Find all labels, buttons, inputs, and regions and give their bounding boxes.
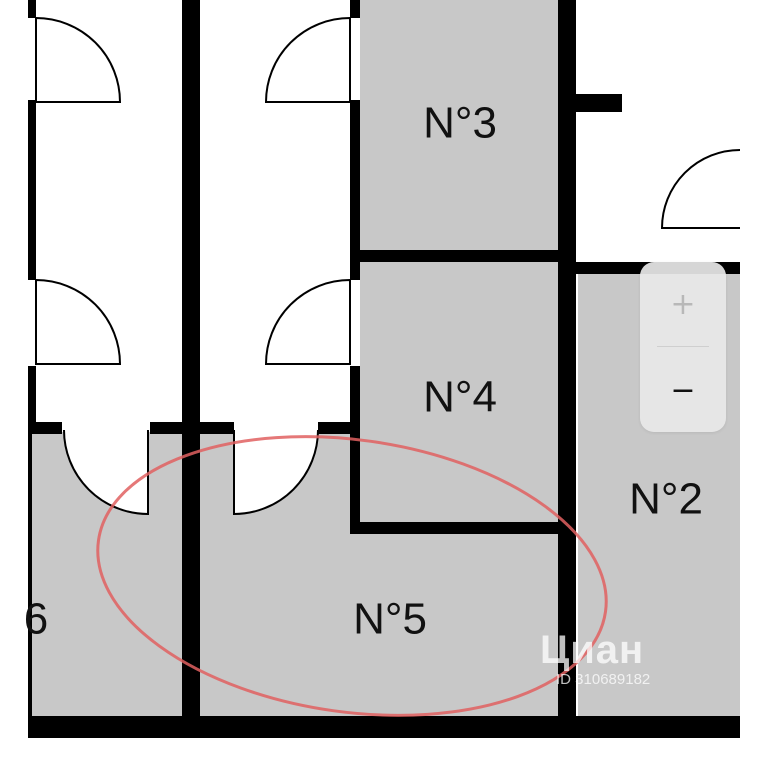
zoom-out-button[interactable]: − [640,348,726,432]
walls [28,0,740,738]
zoom-divider [657,346,709,347]
room-label-3: N°3 [423,99,497,148]
room-5-fill [200,432,558,716]
zoom-in-button[interactable]: + [640,262,726,346]
minus-icon: − [670,372,696,408]
door-swings [35,16,741,516]
room-4-fill [360,262,558,524]
room-label-2: N°2 [629,475,703,524]
room-label-5: N°5 [353,595,427,644]
zoom-control: + − [640,262,726,432]
room-label-4: N°4 [423,373,497,422]
room-3-fill [360,0,558,252]
highlight-ellipse [96,435,608,717]
plus-icon: + [670,286,696,322]
room-label-6: 6 [24,595,48,644]
